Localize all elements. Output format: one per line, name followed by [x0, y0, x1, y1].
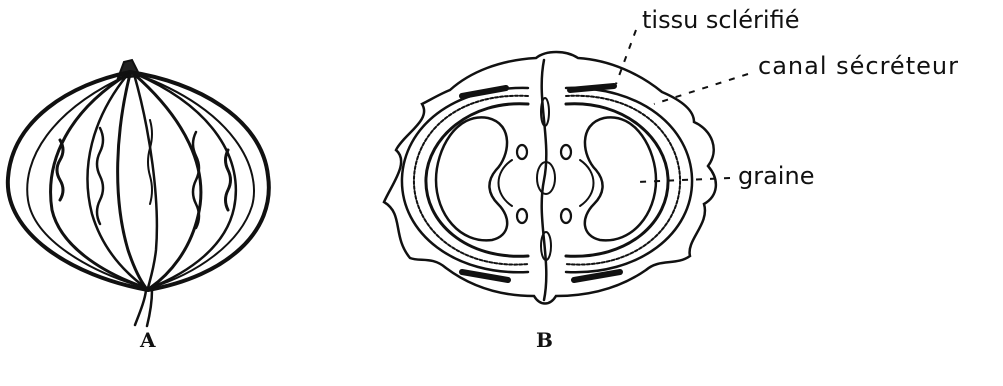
label-tissu-sclerifie: tissu sclérifié [642, 8, 799, 32]
sclerified-ring-right [566, 104, 668, 257]
fruit-whole-drawing [8, 60, 269, 326]
canal-secreteur-top-left [462, 88, 506, 96]
seed-left [436, 117, 507, 240]
canal-secreteur-bottom-left [462, 272, 508, 280]
seed-right [585, 117, 656, 240]
label-canal-secreteur: canal sécréteur [758, 54, 959, 78]
leader-canal [654, 74, 748, 104]
leader-lines [616, 30, 748, 182]
fruit-section-drawing [384, 52, 716, 304]
figure-label-a: A [140, 330, 156, 350]
fruit-stem [135, 290, 152, 326]
section-outline [384, 52, 716, 304]
leader-tissu [616, 30, 636, 84]
label-graine: graine [738, 164, 814, 188]
sclerified-ring-left [426, 104, 528, 257]
figure-label-b: B [536, 330, 553, 350]
canal-secreteur-top-right [570, 86, 614, 90]
section-septum [542, 60, 547, 300]
